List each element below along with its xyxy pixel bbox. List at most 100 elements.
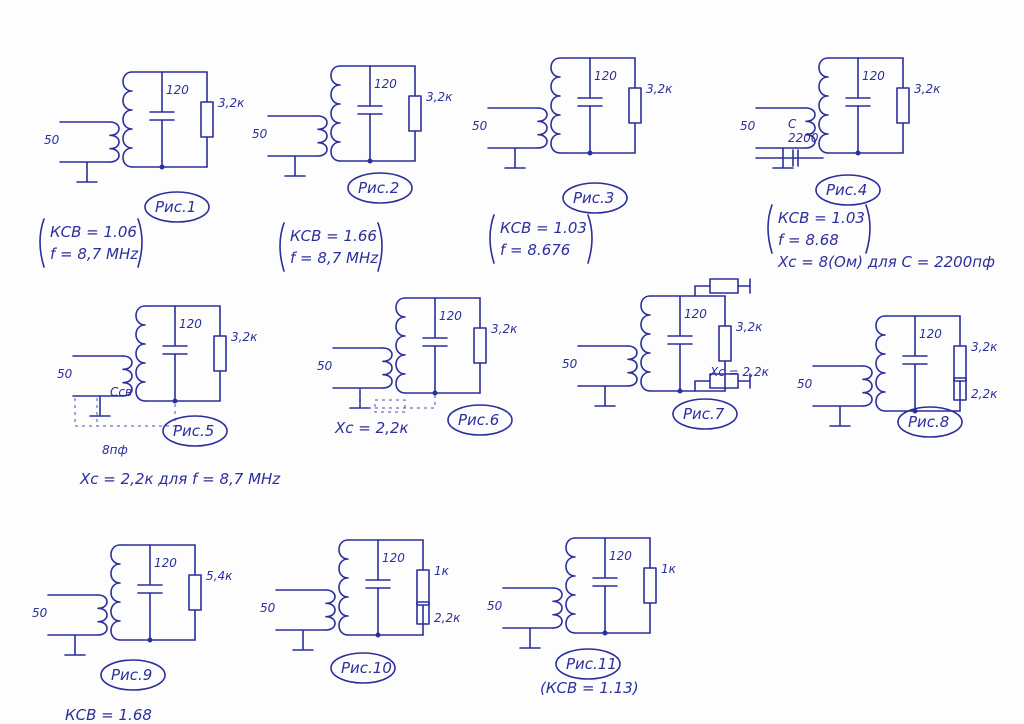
tank-wires (131, 71, 208, 168)
figure-label-ellipse (897, 406, 963, 438)
junction-dot (602, 630, 608, 636)
main-coil-icon (122, 71, 133, 168)
tank-wires (347, 539, 424, 636)
note-line: f = 8.676 (500, 241, 570, 259)
main-coil-icon (565, 537, 576, 634)
tank-wires (119, 544, 196, 641)
input-coil-icon (805, 107, 816, 149)
capacitor-icon (577, 57, 603, 154)
capacitor-value: 120 (862, 69, 885, 83)
capacitor-value: 120 (609, 549, 632, 563)
note-line: f = 8.68 (778, 231, 839, 249)
junction-dot (677, 388, 683, 394)
resistor-value: 5,4к (206, 569, 233, 583)
tank-wires (559, 57, 636, 154)
input-coil-icon (317, 115, 328, 157)
main-coil-icon (135, 305, 146, 402)
capacitor-value: 120 (919, 327, 942, 341)
note-line: КСВ = 1.03 (778, 209, 865, 227)
figure-label-ellipse (162, 415, 228, 447)
top-resistor-icon (694, 278, 751, 297)
source-impedance: 50 (562, 357, 578, 371)
input-leads-ground (47, 594, 99, 656)
capacitor-icon (845, 57, 871, 154)
resistor-value: 3,2к (914, 82, 941, 96)
input-coil-icon (122, 355, 133, 397)
capacitor-icon (149, 71, 175, 168)
main-coil-icon (338, 539, 349, 636)
resistor-value: 3,2к (646, 82, 673, 96)
resistor-value: 1к (434, 564, 450, 578)
main-coil-icon (330, 65, 341, 162)
note-line: (КСВ = 1.13) (540, 679, 639, 697)
note-brackets (279, 222, 383, 272)
source-impedance: 50 (252, 127, 268, 141)
figure-label: Рис.2 (358, 179, 399, 197)
input-coil-icon (552, 587, 563, 629)
input-leads-ground (267, 115, 319, 177)
figure-label: Рис.11 (566, 655, 617, 673)
dashed-element (374, 399, 406, 413)
tank-wires (339, 65, 416, 162)
capacitor-value: 120 (594, 69, 617, 83)
extra-annotation: C (788, 117, 797, 131)
resistor-value: 3,2к (736, 320, 763, 334)
resistor-icon (953, 345, 967, 382)
main-coil-icon (818, 57, 829, 154)
resistor-icon (896, 87, 910, 124)
source-impedance: 50 (797, 377, 813, 391)
figure-label-ellipse (347, 172, 413, 204)
figure-label-ellipse (100, 659, 166, 691)
input-leads-ground (502, 587, 554, 649)
lower-resistor-icon (416, 601, 430, 625)
note-line: КСВ = 1.06 (50, 223, 137, 241)
capacitor-value: 120 (166, 83, 189, 97)
note-line: f = 8,7 MHz (290, 249, 379, 267)
figure-label-ellipse (672, 398, 738, 430)
resistor-icon (473, 327, 487, 364)
figure-label-ellipse (447, 404, 513, 436)
resistor-icon (718, 325, 732, 362)
input-coil-icon (537, 107, 548, 149)
junction-dot (375, 632, 381, 638)
input-leads-ground (332, 347, 384, 409)
resistor-icon (200, 101, 214, 138)
extra-annotation: 8пф (102, 443, 128, 457)
note-brackets (39, 218, 143, 268)
main-coil-icon (640, 295, 651, 392)
input-coil-icon (325, 589, 336, 631)
note-brackets (489, 214, 593, 264)
figure-label: Рис.5 (173, 422, 214, 440)
capacitor-value: 120 (154, 556, 177, 570)
series-capacitor-icon (755, 149, 824, 167)
tank-wires (884, 315, 961, 412)
figure-label-ellipse (555, 648, 621, 680)
input-leads-ground (487, 107, 539, 169)
capacitor-value: 120 (382, 551, 405, 565)
capacitor-value: 120 (374, 77, 397, 91)
resistor-value: 3,2к (231, 330, 258, 344)
figure-label-ellipse (144, 191, 210, 223)
tank-wires (404, 297, 481, 394)
input-leads-ground (812, 365, 864, 427)
extra-annotation: 2,2к (971, 387, 998, 401)
capacitor-icon (365, 539, 391, 636)
resistor-value: 3,2к (491, 322, 518, 336)
resistor-value: 1к (661, 562, 677, 576)
figure-label: Рис.10 (341, 659, 392, 677)
junction-dot (587, 150, 593, 156)
coupling-capacitor-dashed (74, 398, 176, 427)
resistor-icon (416, 569, 430, 606)
junction-dot (159, 164, 165, 170)
note-line: КСВ = 1.03 (500, 219, 587, 237)
tank-wires (649, 295, 726, 392)
main-coil-icon (110, 544, 121, 641)
extra-annotation: Ссв (110, 385, 132, 399)
capacitor-icon (162, 305, 188, 402)
resistor-icon (408, 95, 422, 132)
